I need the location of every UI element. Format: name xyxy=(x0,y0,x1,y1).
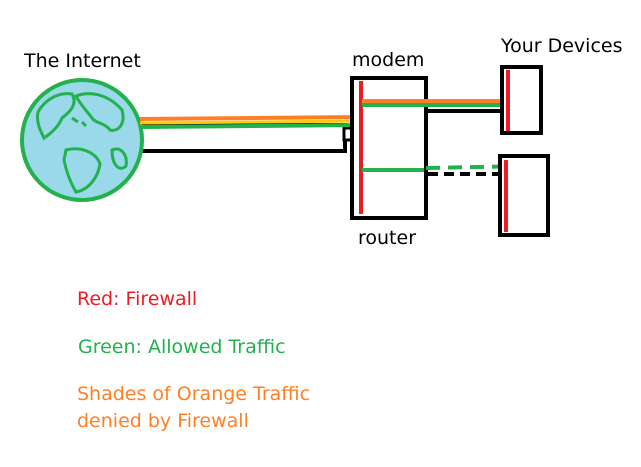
internet-label: The Internet xyxy=(24,50,141,72)
internet-traffic-yellow xyxy=(139,119,363,125)
device2-traffic-green xyxy=(425,164,529,170)
legend-denied-traffic: Shades of Orange Traffic denied by Firew… xyxy=(77,381,310,435)
legend-denied-line-1: Shades of Orange Traffic xyxy=(77,383,311,405)
internet-traffic-orange xyxy=(139,115,363,121)
globe-icon xyxy=(20,78,144,202)
internet-cable xyxy=(138,123,347,153)
router-label: router xyxy=(358,227,417,249)
legend-allowed-traffic: Green: Allowed Traffic xyxy=(78,336,286,358)
legend-firewall: Red: Firewall xyxy=(77,288,198,310)
modem-label: modem xyxy=(352,49,425,71)
legend-denied-line-2: denied by Firewall xyxy=(77,410,249,432)
devices-label: Your Devices xyxy=(501,35,623,57)
internet-traffic-green xyxy=(139,123,363,129)
